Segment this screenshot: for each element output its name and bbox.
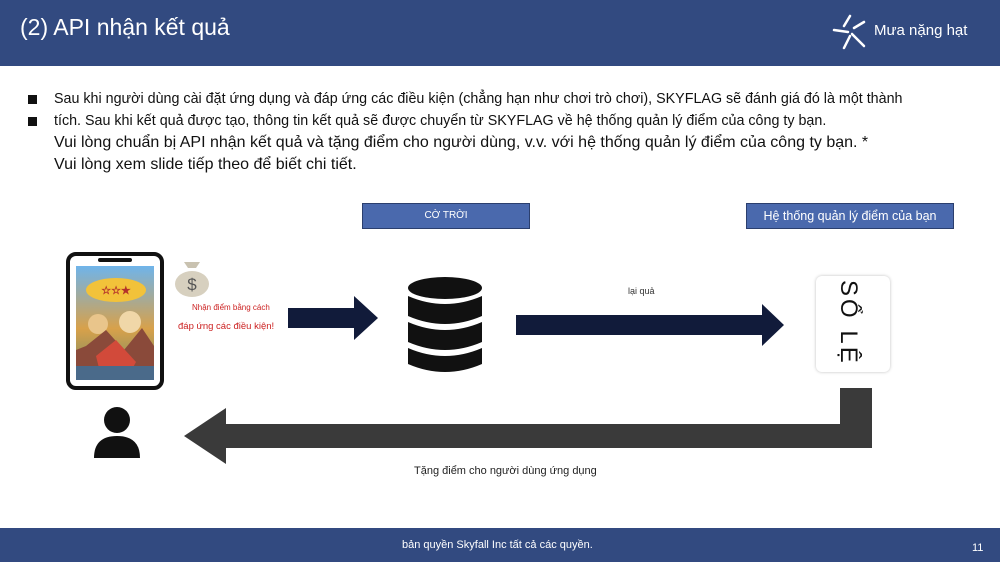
header-bar: (2) API nhận kết quả Mưa nặng hạt (0, 0, 1000, 66)
brand: Mưa nặng hạt (830, 12, 990, 56)
points-caption-line: Nhận điểm bằng cách (192, 303, 270, 312)
game-screen: ☆☆★ (76, 266, 154, 380)
arrow-right-icon (516, 304, 784, 346)
phone-notch (98, 258, 132, 262)
phone-game-icon: ☆☆★ (66, 252, 164, 390)
give-points-label: Tặng điểm cho người dùng ứng dụng (414, 465, 597, 477)
points-caption-line: đáp ứng các điều kiện! (178, 321, 275, 332)
bullet-item: tích. Sau khi kết quả được tạo, thông ti… (28, 110, 968, 132)
ledger-text: SỔ LỆ (835, 280, 862, 366)
bullet-list: Sau khi người dùng cài đặt ứng dụng và đ… (28, 88, 968, 176)
user-icon (94, 407, 140, 458)
sparkle-logo-icon (832, 14, 866, 50)
copyright-text: bản quyền Skyfall Inc tất cả các quyền. (402, 539, 593, 551)
skyflag-label: CỜ TRỜI (362, 203, 530, 229)
page-number: 11 (972, 542, 984, 554)
svg-text:$: $ (187, 275, 197, 294)
bullet-text: Sau khi người dùng cài đặt ứng dụng và đ… (54, 91, 903, 107)
arrow-left-icon (184, 388, 872, 464)
points-system-label: Hệ thống quản lý điểm của bạn (746, 203, 954, 229)
game-art: ☆☆★ (76, 266, 154, 380)
money-bag-icon: $ (175, 262, 209, 297)
sub-line: Vui lòng chuẩn bị API nhận kết quả và tặ… (54, 134, 869, 151)
sub-line: Vui lòng xem slide tiếp theo để biết chi… (54, 156, 357, 173)
bullet-text: tích. Sau khi kết quả được tạo, thông ti… (54, 113, 827, 129)
bullet-item: Sau khi người dùng cài đặt ứng dụng và đ… (28, 88, 968, 110)
page-title: (2) API nhận kết quả (20, 14, 230, 40)
brand-name: Mưa nặng hạt (874, 22, 968, 39)
database-icon (408, 277, 482, 372)
ledger-icon: SỔ LỆ (816, 276, 890, 372)
bullet-square-icon (28, 95, 37, 104)
svg-text:☆☆★: ☆☆★ (101, 285, 131, 297)
bullet-square-icon (28, 117, 37, 126)
arrow-right-icon (288, 296, 378, 340)
footer-bar: bản quyền Skyfall Inc tất cả các quyền. … (0, 528, 1000, 562)
result-label: lại quả (628, 286, 655, 296)
